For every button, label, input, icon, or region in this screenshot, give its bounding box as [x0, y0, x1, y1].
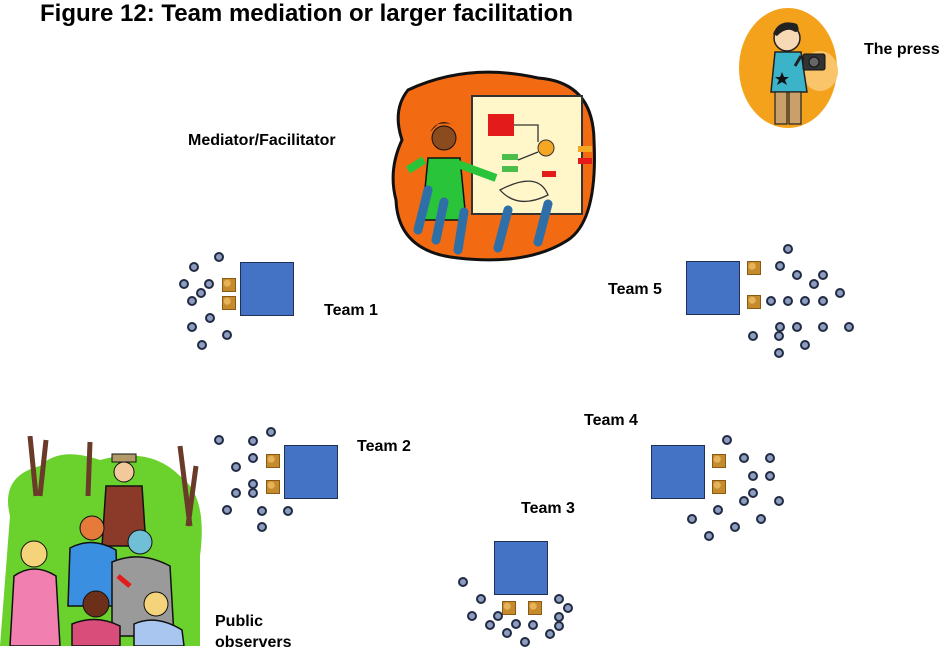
- team3-person: [485, 620, 495, 630]
- team1-person: [179, 279, 189, 289]
- team5-person: [783, 244, 793, 254]
- team1-chair: [222, 278, 236, 292]
- team5-person: [818, 296, 828, 306]
- team4-person: [739, 496, 749, 506]
- team5-person: [800, 340, 810, 350]
- team3-person: [493, 611, 503, 621]
- team1-chair: [222, 296, 236, 310]
- presenter-clipart: [391, 70, 596, 262]
- team2-chair: [266, 480, 280, 494]
- public-observers-label: Public observers: [215, 611, 292, 653]
- team2-person: [283, 506, 293, 516]
- team5-table: [686, 261, 740, 315]
- team5-person: [792, 322, 802, 332]
- team3-person: [554, 594, 564, 604]
- team2-table: [284, 445, 338, 499]
- press-label: The press: [864, 41, 940, 58]
- team3-person: [458, 577, 468, 587]
- team2-chair: [266, 454, 280, 468]
- team5-person: [818, 270, 828, 280]
- public-observers-label-line2: observers: [215, 634, 292, 651]
- team1-table: [240, 262, 294, 316]
- team4-person: [756, 514, 766, 524]
- team5-person: [818, 322, 828, 332]
- team5-person: [844, 322, 854, 332]
- team2-person: [231, 462, 241, 472]
- team1-person: [222, 330, 232, 340]
- public-observers-label-line1: Public: [215, 613, 264, 630]
- team3-person: [511, 619, 521, 629]
- team4-person: [704, 531, 714, 541]
- team4-person: [748, 471, 758, 481]
- team2-person: [248, 436, 258, 446]
- public-observers-clipart: [0, 436, 202, 646]
- team4-chair: [712, 454, 726, 468]
- team5-label: Team 5: [608, 281, 662, 298]
- team3-person: [502, 628, 512, 638]
- team5-person: [774, 348, 784, 358]
- team2-person: [257, 522, 267, 532]
- team2-person: [257, 506, 267, 516]
- team3-chair: [528, 601, 542, 615]
- team5-person: [792, 270, 802, 280]
- team5-chair: [747, 261, 761, 275]
- team2-person: [248, 453, 258, 463]
- team2-person: [222, 505, 232, 515]
- team5-person: [835, 288, 845, 298]
- team5-person: [775, 261, 785, 271]
- team2-person: [266, 427, 276, 437]
- team4-label: Team 4: [584, 412, 638, 429]
- team1-person: [205, 313, 215, 323]
- team1-person: [196, 288, 206, 298]
- mediator-label: Mediator/Facilitator: [188, 132, 336, 149]
- team5-person: [748, 331, 758, 341]
- team4-table: [651, 445, 705, 499]
- team3-person: [467, 611, 477, 621]
- team1-person: [187, 296, 197, 306]
- team4-person: [722, 435, 732, 445]
- team3-person: [563, 603, 573, 613]
- team2-person: [214, 435, 224, 445]
- team2-person: [231, 488, 241, 498]
- photographer-clipart: [739, 8, 838, 128]
- team3-label: Team 3: [521, 500, 575, 517]
- team3-person: [528, 620, 538, 630]
- team5-person: [809, 279, 819, 289]
- team5-chair: [747, 295, 761, 309]
- team4-person: [765, 471, 775, 481]
- team5-person: [783, 296, 793, 306]
- team1-person: [189, 262, 199, 272]
- figure-title: Figure 12: Team mediation or larger faci…: [40, 0, 574, 27]
- team4-person: [748, 488, 758, 498]
- team4-person: [739, 453, 749, 463]
- team3-table: [494, 541, 548, 595]
- team1-label: Team 1: [324, 302, 378, 319]
- team1-person: [197, 340, 207, 350]
- team4-person: [730, 522, 740, 532]
- team5-person: [774, 331, 784, 341]
- team3-person: [545, 629, 555, 639]
- team3-chair: [502, 601, 516, 615]
- team2-person: [248, 488, 258, 498]
- team5-person: [800, 296, 810, 306]
- team4-person: [774, 496, 784, 506]
- team2-label: Team 2: [357, 438, 411, 455]
- team4-person: [765, 453, 775, 463]
- team4-chair: [712, 480, 726, 494]
- team1-person: [204, 279, 214, 289]
- team1-person: [214, 252, 224, 262]
- team3-person: [520, 637, 530, 647]
- team4-person: [687, 514, 697, 524]
- team3-person: [476, 594, 486, 604]
- team4-person: [713, 505, 723, 515]
- team1-person: [187, 322, 197, 332]
- team5-person: [766, 296, 776, 306]
- team3-person: [554, 621, 564, 631]
